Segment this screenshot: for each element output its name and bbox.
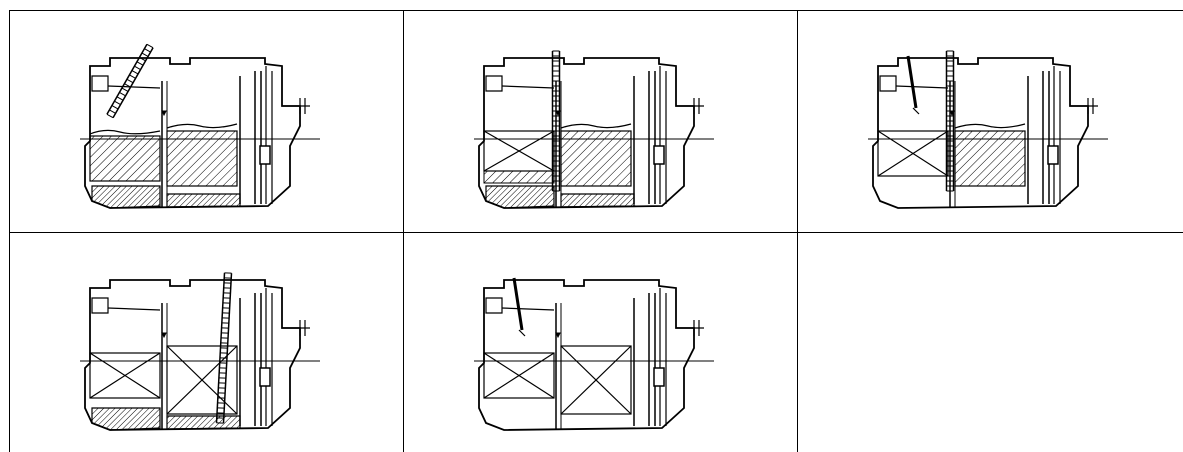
panel-5 — [403, 232, 797, 452]
right-chamber-empty — [560, 345, 632, 415]
right-chamber-empty — [166, 345, 238, 415]
outlet-box — [259, 145, 271, 165]
bottom-sludge-right — [166, 415, 241, 430]
outlet-box — [259, 367, 271, 387]
level-marker — [161, 332, 167, 339]
bottom-sludge-left — [91, 185, 161, 209]
outlet-box — [1047, 145, 1059, 165]
level-marker — [555, 332, 561, 339]
bottom-sludge-left — [91, 407, 161, 431]
panel-3 — [797, 10, 1183, 232]
panel-1 — [9, 10, 403, 232]
sampling-probe — [906, 55, 918, 109]
tank-diagram-5 — [474, 277, 714, 431]
right-chamber-sludge — [954, 130, 1026, 187]
tank-diagram-4 — [80, 272, 320, 431]
level-marker — [161, 110, 167, 117]
tank-diagram-2 — [474, 50, 714, 209]
left-chamber-empty — [89, 352, 161, 399]
ladder — [106, 43, 148, 115]
tank-diagram-1 — [80, 43, 320, 209]
sampling-probe — [512, 277, 524, 331]
tank-shell — [478, 279, 695, 431]
left-chamber-empty — [483, 352, 555, 399]
left-chamber-sludge — [89, 135, 161, 182]
diagram-grid — [9, 10, 1183, 452]
outlet-box — [653, 367, 665, 387]
tank-diagram-3 — [868, 50, 1108, 209]
right-chamber-sludge — [560, 130, 632, 187]
panel-6-blank — [797, 232, 1183, 452]
left-chamber-empty — [877, 130, 949, 177]
bottom-sludge-right — [560, 193, 635, 208]
outlet-box — [653, 145, 665, 165]
panel-2 — [403, 10, 797, 232]
right-chamber-sludge — [166, 130, 238, 187]
bottom-sludge-right — [166, 193, 241, 208]
bottom-sludge-left — [485, 185, 555, 209]
panel-4 — [9, 232, 403, 452]
left-chamber-residue — [483, 170, 555, 184]
